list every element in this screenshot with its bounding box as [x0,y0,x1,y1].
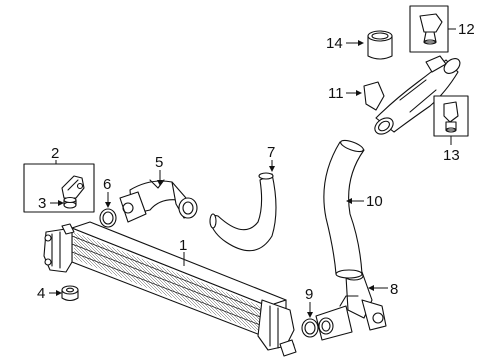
callout-2: 2 [51,145,59,162]
callout-7: 7 [267,144,275,161]
callout-9: 9 [305,286,313,303]
pipe-8 [315,271,387,341]
pipe-5 [119,179,198,223]
leader-lines [49,28,456,318]
callout-12: 12 [458,21,475,38]
callout-14: 14 [326,35,343,52]
sleeve-14 [367,30,393,60]
hose-7 [209,172,277,252]
hose-10 [323,139,365,279]
callout-11: 11 [328,85,344,102]
callout-6: 6 [103,176,111,193]
part-2-box [23,163,95,213]
callout-3: 3 [38,195,46,212]
o-ring-9 [301,318,319,338]
callout-13: 13 [443,147,460,164]
intercooler [43,221,297,357]
callout-labels: 1 2 3 4 5 6 7 8 9 10 11 12 13 14 [37,21,475,303]
callout-10: 10 [366,193,383,210]
callout-5: 5 [155,154,163,171]
duct-11 [363,55,461,135]
o-ring-6 [99,208,117,228]
bracket [61,175,85,199]
grommet-small [63,196,77,209]
grommet-4 [61,285,79,302]
part-13-box [433,95,469,137]
callout-8: 8 [390,281,398,298]
callout-1: 1 [179,237,187,254]
part-12-box [409,5,449,53]
callout-4: 4 [37,285,45,302]
